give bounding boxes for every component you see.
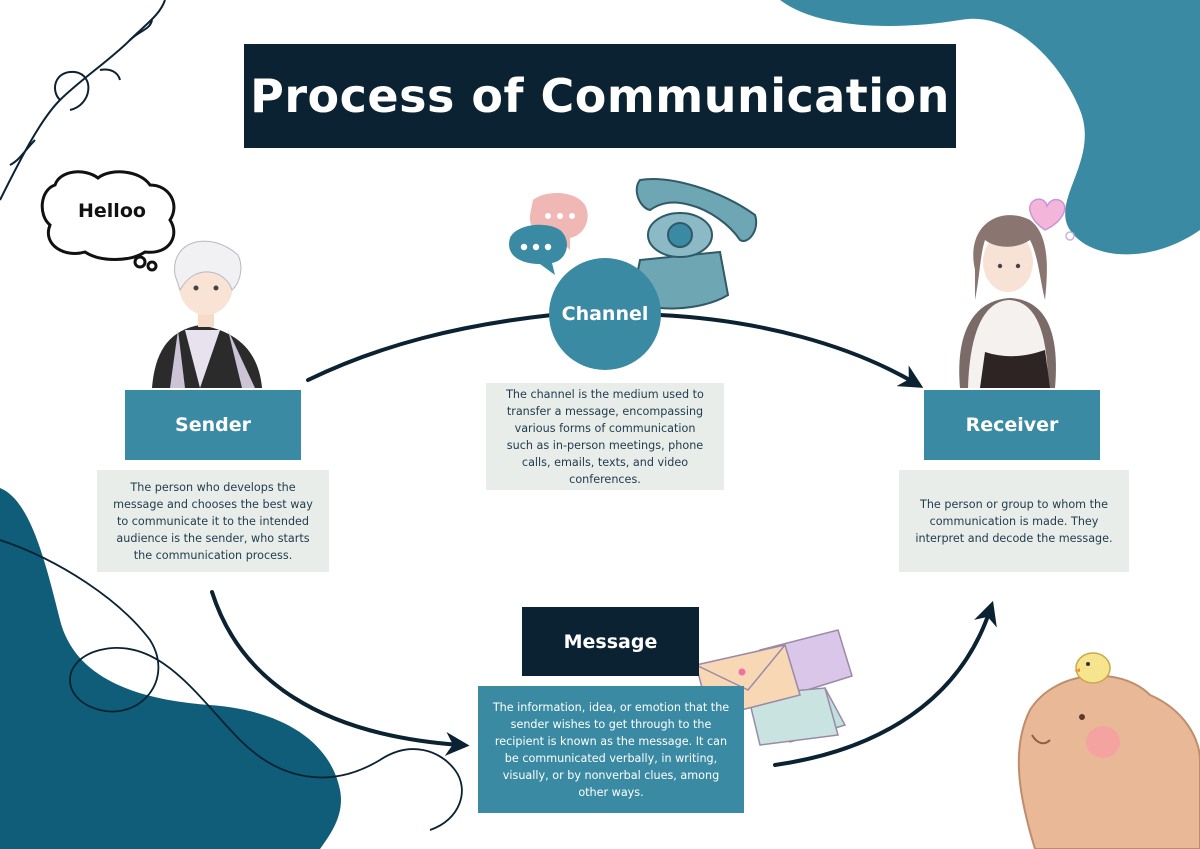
channel-label-text: Channel [561,303,649,325]
chat-bubbles-icon [509,193,588,275]
loop-string [0,539,463,831]
bottom-left-blob [0,488,341,849]
title-banner: Process of Communication [244,44,956,148]
receiver-label: Receiver [924,390,1100,460]
thought-bubble-icon [40,170,176,272]
receiver-character-icon [959,215,1056,388]
message-description: The information, idea, or emotion that t… [478,686,744,813]
heart-icon [1029,198,1075,241]
top-right-blob [780,0,1200,255]
receiver-label-text: Receiver [965,414,1059,436]
arrow-sender-to-message [210,590,470,756]
receiver-description: The person or group to whom the communic… [899,470,1129,572]
vine-decoration [0,0,166,201]
sender-character-icon [152,240,262,388]
arrow-channel-to-receiver [658,313,924,388]
page-title: Process of Communication [250,69,950,123]
sender-label: Sender [125,390,301,460]
arrow-sender-to-channel [306,313,554,382]
channel-description: The channel is the medium used to transf… [486,383,724,490]
message-label: Message [522,607,699,676]
sender-label-text: Sender [175,414,251,436]
channel-label: Channel [549,258,661,370]
capybara-icon [1017,652,1200,849]
sender-description: The person who develops the message and … [97,470,329,572]
arrow-message-to-receiver [773,600,997,767]
message-label-text: Message [563,630,658,653]
thought-bubble-text: Helloo [78,200,146,222]
